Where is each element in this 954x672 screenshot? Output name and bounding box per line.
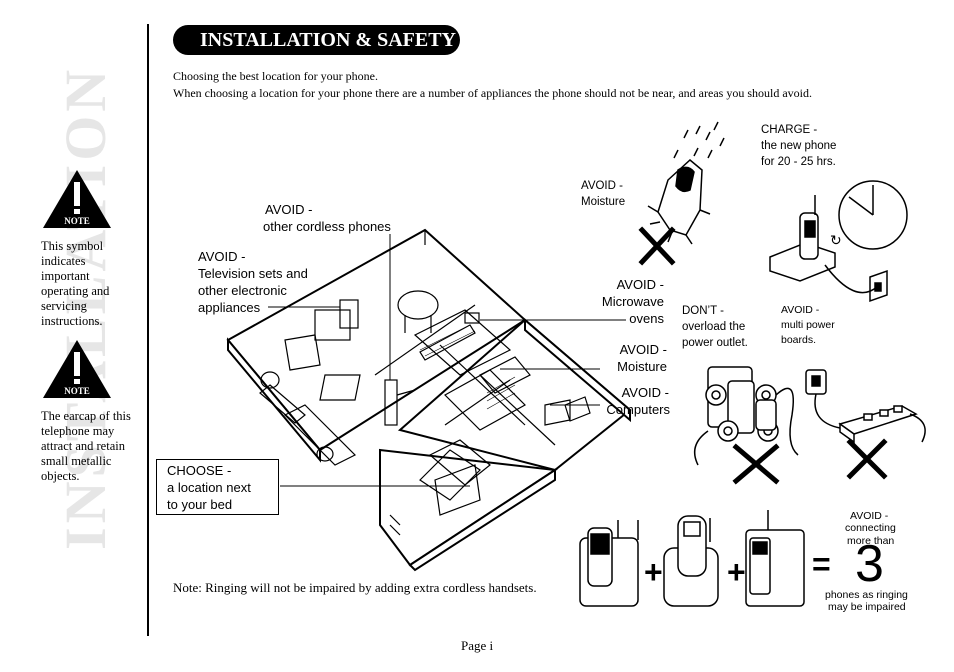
section-title: INSTALLATION & SAFETY bbox=[173, 25, 460, 55]
label-overload-line2: power outlet. bbox=[682, 337, 748, 349]
label-charge-line2: for 20 - 25 hrs. bbox=[761, 156, 836, 168]
label-avoid-computers-text: Computers bbox=[606, 402, 670, 417]
intro-line-2: When choosing a location for your phone … bbox=[173, 86, 812, 100]
intro-line-1: Choosing the best location for your phon… bbox=[173, 69, 378, 83]
vertical-divider bbox=[147, 24, 149, 636]
label-avoid-microwave-heading: AVOID - bbox=[616, 277, 664, 292]
charging-cradle-illustration: ↻ bbox=[769, 180, 908, 303]
label-connect-line2: more than bbox=[847, 535, 895, 547]
note-icon-label: NOTE bbox=[64, 386, 90, 396]
overloaded-outlet-illustration bbox=[693, 366, 799, 485]
wet-phone-illustration bbox=[638, 121, 725, 266]
label-moisture-heading: AVOID - bbox=[581, 180, 623, 192]
page-number: Page i bbox=[461, 638, 494, 653]
note-icon-label: NOTE bbox=[64, 216, 90, 226]
label-connect-line4: may be impaired bbox=[828, 601, 906, 613]
ringing-note: Note: Ringing will not be impaired by ad… bbox=[173, 580, 537, 595]
label-moisture-text: Moisture bbox=[581, 196, 626, 208]
label-avoid-moisture-text: Moisture bbox=[617, 359, 667, 374]
label-avoid-tv-line3: appliances bbox=[198, 300, 261, 315]
plus-sign-1: + bbox=[644, 554, 663, 590]
label-avoid-tv-heading: AVOID - bbox=[198, 249, 246, 264]
note-text-symbol: This symbol indicates important operatin… bbox=[41, 239, 110, 328]
label-charge-heading: CHARGE - bbox=[761, 124, 818, 136]
label-connect-heading: AVOID - bbox=[850, 510, 889, 522]
note-text-earcap: The earcap of this telephone may attract… bbox=[41, 409, 131, 483]
label-charge-line1: the new phone bbox=[761, 140, 837, 152]
equals-sign: = bbox=[812, 546, 831, 582]
label-avoid-microwave-line2: ovens bbox=[629, 311, 664, 326]
label-connect-line1: connecting bbox=[845, 522, 896, 534]
label-avoid-cordless-text: other cordless phones bbox=[263, 219, 391, 234]
label-avoid-computers-heading: AVOID - bbox=[621, 385, 669, 400]
label-multipower-heading: AVOID - bbox=[781, 304, 820, 316]
svg-text:↻: ↻ bbox=[830, 233, 842, 249]
label-avoid-microwave-line1: Microwave bbox=[601, 294, 664, 309]
label-avoid-tv-line2: other electronic bbox=[198, 283, 287, 298]
max-phones-number: 3 bbox=[855, 535, 884, 593]
label-avoid-moisture-heading: AVOID - bbox=[619, 342, 667, 357]
warning-note-icon: NOTE bbox=[43, 170, 111, 228]
label-avoid-tv-line1: Television sets and bbox=[198, 266, 308, 281]
power-board-illustration bbox=[805, 369, 926, 480]
choose-heading: CHOOSE - bbox=[167, 463, 232, 478]
choose-line2: to your bed bbox=[167, 497, 233, 512]
house-floorplan-illustration bbox=[226, 228, 632, 572]
label-multipower-line1: multi power bbox=[781, 319, 835, 331]
label-overload-heading: DON’T - bbox=[682, 305, 724, 317]
choose-line1: a location next bbox=[167, 480, 251, 495]
label-overload-line1: overload the bbox=[682, 321, 746, 333]
three-phones-illustration bbox=[579, 510, 805, 607]
choose-location-box: CHOOSE - a location next to your bed bbox=[156, 459, 279, 515]
label-multipower-line2: boards. bbox=[781, 334, 817, 346]
plus-sign-2: + bbox=[727, 554, 746, 590]
label-avoid-cordless-heading: AVOID - bbox=[265, 202, 313, 217]
label-connect-line3: phones as ringing bbox=[825, 589, 908, 601]
warning-note-icon: NOTE bbox=[43, 340, 111, 398]
